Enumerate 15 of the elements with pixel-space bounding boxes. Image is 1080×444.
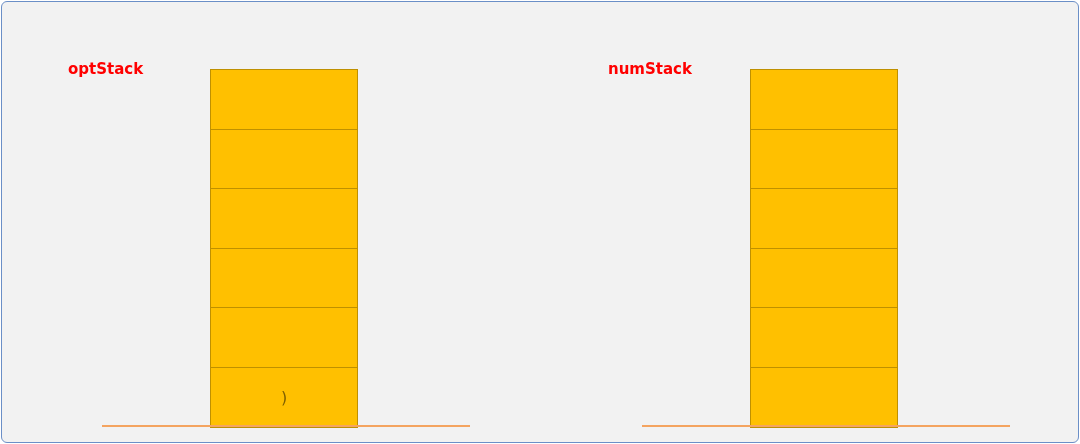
- stack-title: numStack: [608, 60, 692, 78]
- stack-cell: [210, 367, 358, 428]
- stack-cell: [750, 367, 898, 428]
- stack-cell: [750, 188, 898, 249]
- cell-text: ): [280, 387, 288, 407]
- stack-title: optStack: [68, 60, 144, 78]
- stack-cell: [210, 307, 358, 368]
- stack-cell: [750, 69, 898, 130]
- stack-cell: [210, 69, 358, 130]
- stack-cell: [210, 128, 358, 190]
- stack-cell: [210, 188, 358, 249]
- stack-cell: [750, 307, 898, 368]
- stack-cell: [210, 247, 358, 309]
- stack-cell: [750, 247, 898, 309]
- stack-cell: [750, 128, 898, 190]
